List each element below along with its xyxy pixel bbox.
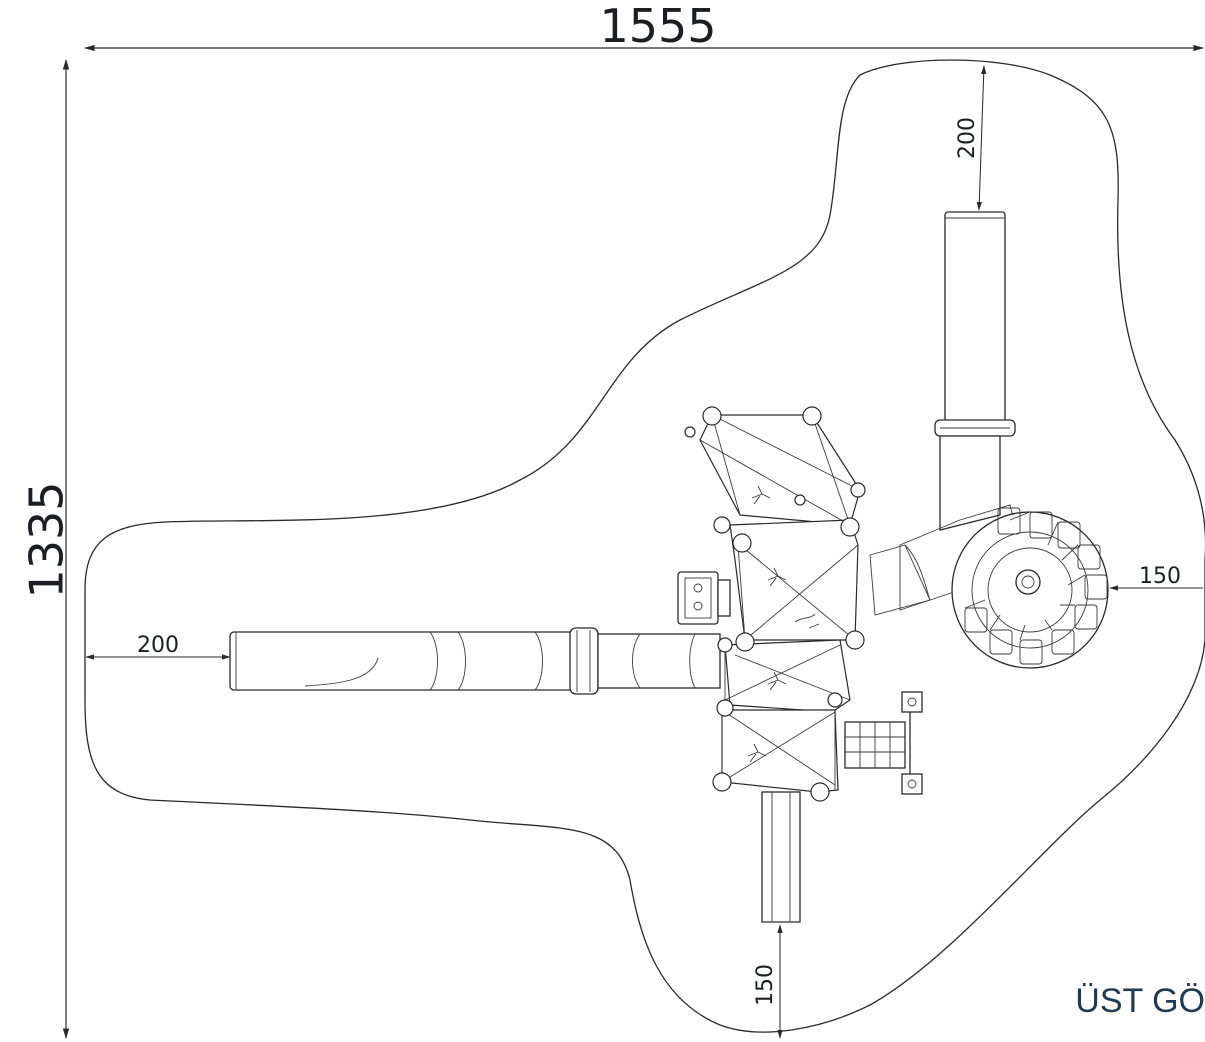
side-panel xyxy=(677,571,731,625)
view-label: ÜST GÖ xyxy=(1075,982,1205,1020)
top-tube-slide xyxy=(869,211,1021,616)
left-clearance-label: 200 xyxy=(137,633,179,658)
safety-zone-outline xyxy=(84,59,1205,1033)
overall-height-label: 1335 xyxy=(20,481,74,598)
top-clearance-label: 200 xyxy=(955,117,980,159)
bottom-ladder xyxy=(761,791,801,923)
spiral-slide xyxy=(951,507,1109,669)
overall-width-label: 1555 xyxy=(599,0,716,53)
bottom-clearance-label: 150 xyxy=(753,964,778,1006)
net-climber xyxy=(844,691,923,795)
left-tube-slide xyxy=(229,627,721,695)
right-clearance-label: 150 xyxy=(1139,564,1181,589)
top-clearance-line xyxy=(976,65,987,211)
central-tower xyxy=(684,406,866,802)
